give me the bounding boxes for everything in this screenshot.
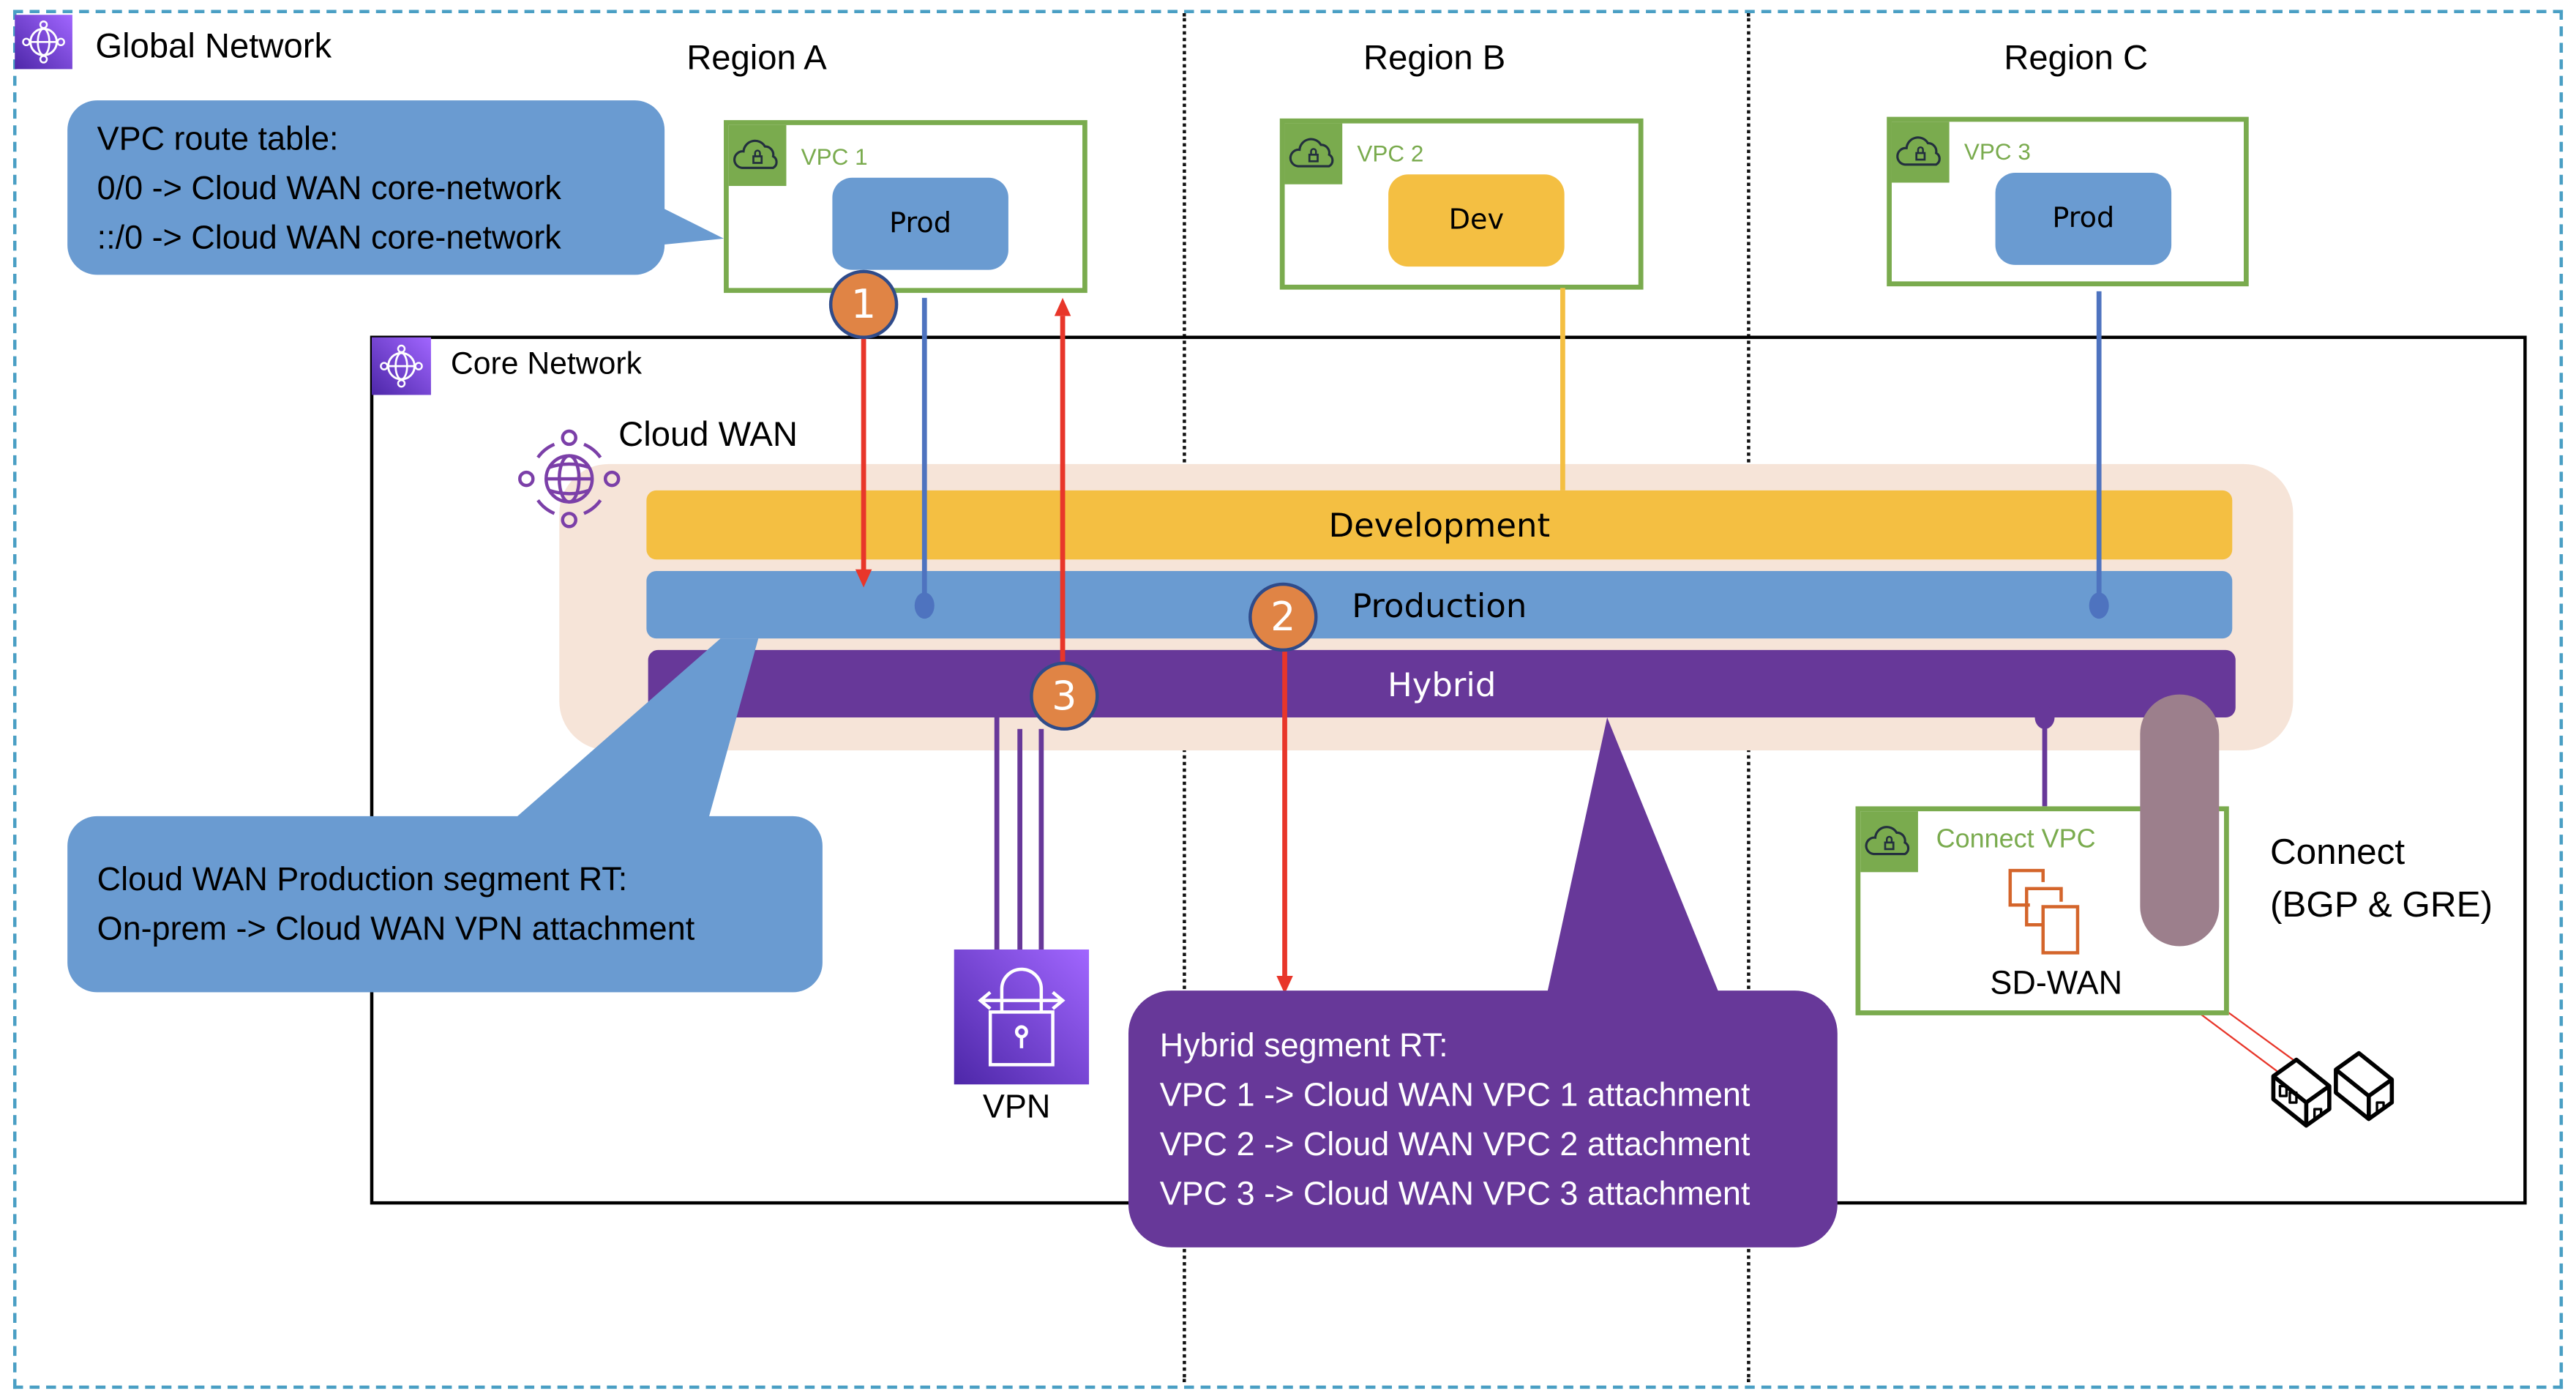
hybrid-segment-rt-callout: Hybrid segment RT: VPC 1 -> Cloud WAN VP…	[1128, 991, 1838, 1247]
vpc-2[interactable]: VPC 2 Dev	[1279, 118, 1644, 290]
step-badge-1-number: 1	[850, 281, 877, 328]
vpc-route-table-title: VPC route table:	[97, 122, 339, 158]
vpc-2-cloud-lock-icon	[1284, 123, 1343, 184]
vpc-3-workload-label: Prod	[2052, 202, 2115, 236]
step-badge-3: 3	[1030, 661, 1099, 731]
segment-production[interactable]: Production	[646, 570, 2233, 639]
step-1-arrowhead	[855, 569, 872, 588]
vpc-1-workload-label: Prod	[889, 207, 952, 241]
vpc-3[interactable]: VPC 3 Prod	[1887, 116, 2249, 287]
connect-protocol-label: (BGP & GRE)	[2269, 884, 2493, 925]
production-rt-title: Cloud WAN Production segment RT:	[97, 862, 628, 899]
on-premises-buildings-icon	[2266, 1050, 2398, 1128]
connect-vpc-attachment-dot	[2034, 706, 2055, 729]
vpn-label: VPN	[982, 1089, 1051, 1126]
connect-vpc[interactable]: Connect VPC SD-WAN	[1855, 806, 2229, 1015]
step-3-arrowhead	[1054, 297, 1071, 316]
vpc-1-label: VPC 1	[801, 143, 868, 170]
hybrid-rt-line-1: VPC 1 -> Cloud WAN VPC 1 attachment	[1159, 1078, 1751, 1114]
hybrid-rt-callout-tail	[1546, 717, 1721, 998]
vpc-route-table-callout: VPC route table: 0/0 -> Cloud WAN core-n…	[67, 100, 665, 275]
connect-gre-tunnel	[2140, 694, 2220, 947]
core-network-label: Core Network	[450, 347, 642, 382]
step-badge-1: 1	[828, 269, 899, 340]
region-a-label: Region A	[686, 39, 827, 78]
vpc-1[interactable]: VPC 1 Prod	[724, 120, 1087, 294]
cloud-wan-label: Cloud WAN	[618, 416, 798, 455]
connect-vpc-cloud-lock-icon	[1860, 811, 1918, 873]
region-b-label: Region B	[1363, 39, 1506, 78]
vpc-route-line-1: 0/0 -> Cloud WAN core-network	[97, 171, 561, 208]
connect-label: Connect	[2269, 831, 2405, 873]
sd-wan-instances-icon	[2005, 865, 2104, 960]
segment-development[interactable]: Development	[646, 490, 2233, 560]
vpc-2-dev-workload[interactable]: Dev	[1388, 174, 1565, 267]
region-c-label: Region C	[2004, 39, 2149, 78]
hybrid-rt-line-2: VPC 2 -> Cloud WAN VPC 2 attachment	[1159, 1127, 1751, 1164]
segment-development-label: Development	[1328, 505, 1551, 545]
vpn-lock-icon[interactable]	[954, 949, 1090, 1085]
connect-vpc-label: Connect VPC	[1936, 826, 2096, 854]
vpc-route-line-2: ::/0 -> Cloud WAN core-network	[97, 220, 561, 257]
global-network-label: Global Network	[95, 28, 332, 66]
hybrid-rt-line-3: VPC 3 -> Cloud WAN VPC 3 attachment	[1159, 1176, 1751, 1213]
step-badge-2: 2	[1248, 582, 1318, 652]
vpc-3-attachment-dot	[2089, 592, 2109, 619]
segment-production-label: Production	[1352, 585, 1527, 625]
hybrid-rt-title: Hybrid segment RT:	[1159, 1028, 1448, 1065]
vpc-3-prod-workload[interactable]: Prod	[1995, 173, 2172, 265]
global-network-boundary	[12, 10, 2564, 1389]
step-badge-3-number: 3	[1052, 673, 1077, 720]
segment-hybrid[interactable]: Hybrid	[648, 649, 2236, 718]
vpc-1-prod-workload[interactable]: Prod	[832, 177, 1008, 270]
production-rt-callout-tail	[509, 638, 759, 823]
sd-wan-label: SD-WAN	[1990, 966, 2123, 1002]
global-network-icon	[15, 15, 72, 70]
core-network-icon	[372, 337, 431, 395]
cloud-wan-globe-icon	[515, 425, 624, 533]
production-segment-rt-callout: Cloud WAN Production segment RT: On-prem…	[67, 816, 823, 993]
vpc-3-label: VPC 3	[1963, 138, 2031, 165]
production-rt-line-1: On-prem -> Cloud WAN VPN attachment	[97, 911, 695, 948]
vpc-1-attachment-dot	[914, 592, 935, 619]
vpc-2-workload-label: Dev	[1448, 204, 1505, 237]
vpc-3-cloud-lock-icon	[1891, 122, 1950, 183]
step-2-arrowhead	[1276, 975, 1293, 994]
vpc-1-cloud-lock-icon	[728, 124, 787, 187]
segment-hybrid-label: Hybrid	[1387, 663, 1497, 704]
vpc-2-label: VPC 2	[1357, 140, 1424, 167]
step-badge-2-number: 2	[1270, 594, 1296, 641]
